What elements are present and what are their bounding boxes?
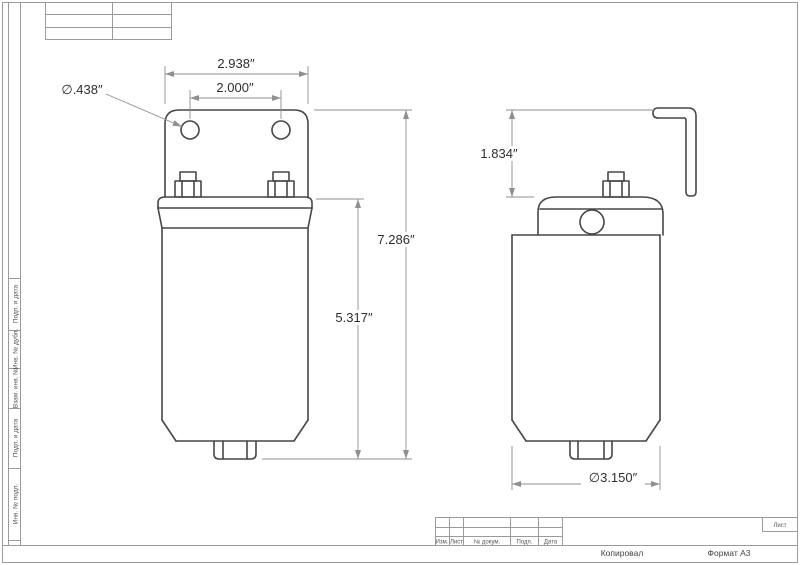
title-col-podp: Подп.: [517, 540, 533, 546]
dim-bracket-width: 2.938″: [217, 56, 255, 71]
frame-label-podp-data-1: Подп. и дата: [13, 284, 20, 323]
dim-hole-spacing: 2.000″: [216, 80, 254, 95]
title-col-list: Лист: [450, 540, 463, 546]
left-frame-strip: Подп. и дата Инв. № дубл. Взам. инв. № П…: [8, 278, 21, 541]
dimension-labels: 2.938″ 2.000″ ∅.438″ 7.286″ 5.317″ 1.834…: [61, 56, 645, 485]
side-top-cap: [511, 196, 664, 236]
front-bolt-left: [174, 171, 202, 198]
title-col-data: Дата: [544, 540, 558, 546]
dim-body-diameter: ∅3.150″: [589, 470, 638, 485]
front-bottom-fitting: [213, 440, 257, 460]
dim-hole-diameter: ∅.438″: [61, 82, 103, 97]
front-bracket: [164, 109, 309, 198]
frame-label-vzam-inv: Взам. инв. №: [13, 368, 20, 408]
dim-body-height: 5.317″: [335, 310, 373, 325]
front-view: [157, 109, 313, 460]
title-col-dokum: № докум.: [474, 539, 501, 546]
dimension-lines: [105, 66, 661, 490]
front-body: [161, 227, 309, 442]
side-port: [579, 209, 605, 235]
footer-copied-label: Копировал: [601, 548, 644, 558]
frame-label-inv-podl: Инв. № подл.: [13, 484, 20, 525]
side-bracket: [652, 107, 697, 197]
front-bracket-hole-right: [271, 120, 291, 140]
dim-bracket-height: 1.834″: [480, 146, 518, 161]
front-bracket-hole-left: [180, 120, 200, 140]
side-view: [511, 107, 697, 460]
front-bolt-right: [267, 171, 295, 198]
title-col-izm: Изм.: [436, 540, 449, 546]
frame-label-inv-dubl: Инв. № дубл.: [12, 329, 20, 369]
footer-format-label: Формат А3: [708, 548, 751, 558]
title-sheet-label: Лист: [773, 523, 786, 529]
frame-label-podp-data-2: Подп. и дата: [13, 418, 20, 457]
dim-overall-height: 7.286″: [377, 232, 415, 247]
side-bolt: [602, 171, 630, 198]
side-body: [511, 234, 661, 442]
side-bottom-fitting: [569, 440, 613, 460]
front-top-cap: [157, 196, 313, 229]
title-block: Изм. Лист № докум. Подп. Дата Лист Копир…: [435, 517, 798, 558]
